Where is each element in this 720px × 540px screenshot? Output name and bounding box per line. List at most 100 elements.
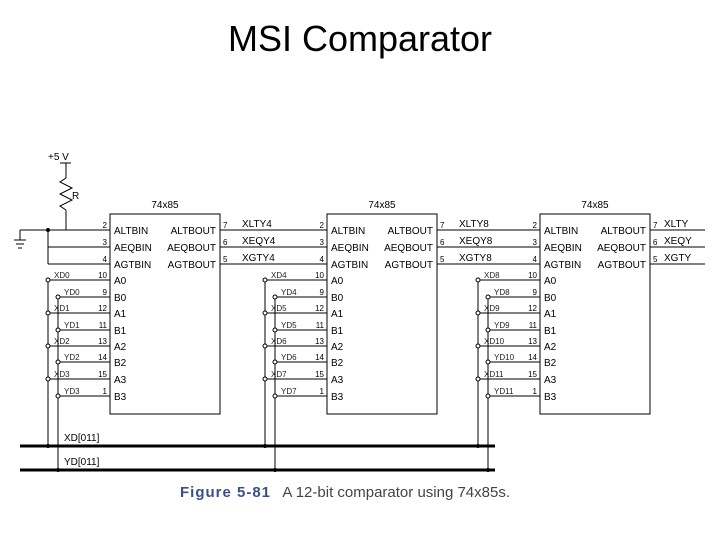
chip-0-in-label-4: YD0 bbox=[64, 288, 80, 297]
chip-2-pin-b1: B1 bbox=[544, 326, 557, 337]
chip-1-in-junction-5 bbox=[262, 310, 268, 316]
chip-2-out-label-1: XEQY bbox=[664, 236, 692, 247]
chip-0-in-junction-7 bbox=[45, 343, 51, 349]
chip-0-outnum-1: 6 bbox=[223, 238, 228, 247]
chip-0-pin-a0: A0 bbox=[114, 276, 127, 287]
chip-1-pinnum-0: 2 bbox=[320, 221, 325, 230]
chip-1-outnum-0: 7 bbox=[440, 221, 445, 230]
chip-1-pinnum-6: 11 bbox=[316, 321, 325, 330]
chip-0-in-label-9: XD3 bbox=[54, 370, 70, 379]
chip-0-in-junction-6 bbox=[55, 327, 61, 333]
chip-0-out-label-0: XLTY4 bbox=[242, 219, 272, 230]
chip-2-in-junction-6 bbox=[485, 327, 491, 333]
chip-2-pinnum-0: 2 bbox=[533, 221, 538, 230]
chip-2-pin-a3: A3 bbox=[544, 375, 557, 386]
chip-2-pin-b2: B2 bbox=[544, 358, 557, 369]
chip-0-outnum-2: 5 bbox=[223, 255, 228, 264]
chip-2-body bbox=[539, 213, 651, 415]
chip-2-pinnum-1: 3 bbox=[533, 238, 538, 247]
chip-2-pinnum-6: 11 bbox=[529, 321, 538, 330]
chip-0-pinnum-9: 15 bbox=[98, 370, 107, 379]
chip-1-in-label-3: XD4 bbox=[271, 271, 287, 280]
chip-2-outnum-0: 7 bbox=[653, 221, 658, 230]
chip-0-pinnum-4: 9 bbox=[103, 288, 108, 297]
chip-1-pin-agtbin: AGTBIN bbox=[331, 260, 368, 271]
chip-1-pinnum-2: 4 bbox=[320, 255, 325, 264]
chip-0-in-junction-8 bbox=[55, 359, 61, 365]
chip-0-pin-aeqbin: AEQBIN bbox=[114, 243, 152, 254]
chip-0-pinnum-1: 3 bbox=[103, 238, 108, 247]
chip-0-pin-b0: B0 bbox=[114, 293, 127, 304]
chip-1-pin-agtbout: AGTBOUT bbox=[385, 260, 433, 271]
chip-2-in-label-9: XD11 bbox=[484, 370, 504, 379]
chip-0-pin-b1: B1 bbox=[114, 326, 127, 337]
chip-0-yd-bus-junction bbox=[56, 468, 60, 472]
chip-1-pin-a0: A0 bbox=[331, 276, 344, 287]
chip-1-pinnum-4: 9 bbox=[320, 288, 325, 297]
chip-1-in-label-8: YD6 bbox=[281, 353, 297, 362]
chip-1-pin-b0: B0 bbox=[331, 293, 344, 304]
chip-1-outnum-2: 5 bbox=[440, 255, 445, 264]
chip-1-in-label-4: YD4 bbox=[281, 288, 297, 297]
chip-0-in-junction-10 bbox=[55, 393, 61, 399]
chip-1-in-label-6: YD5 bbox=[281, 321, 297, 330]
chip-1-pin-altbin: ALTBIN bbox=[331, 226, 365, 237]
chip-2-in-junction-4 bbox=[485, 294, 491, 300]
chip-2-in-label-8: YD10 bbox=[494, 353, 515, 362]
chip-0-pin-aeqbout: AEQBOUT bbox=[167, 243, 216, 254]
chip-1-in-junction-3 bbox=[262, 277, 268, 283]
chip-2-outnum-1: 6 bbox=[653, 238, 658, 247]
chip-2-yd-bus-junction bbox=[486, 468, 490, 472]
slide-title: MSI Comparator bbox=[227, 18, 493, 59]
chip-0-pin-b2: B2 bbox=[114, 358, 127, 369]
power-label: +5 V bbox=[48, 152, 69, 163]
bus-xd-label: XD[011] bbox=[64, 433, 100, 444]
chip-2-pinnum-5: 12 bbox=[528, 304, 537, 313]
chip-2-pinnum-3: 10 bbox=[528, 271, 537, 280]
chip-2-in-label-7: XD10 bbox=[484, 337, 505, 346]
chip-1-xd-bus-junction bbox=[263, 444, 267, 448]
chip-0-pin-agtbout: AGTBOUT bbox=[168, 260, 216, 271]
chip-1-pin-b3: B3 bbox=[331, 392, 344, 403]
chip-1-body bbox=[326, 213, 438, 415]
resistor-label: R bbox=[72, 191, 79, 202]
chip-0-outnum-0: 7 bbox=[223, 221, 228, 230]
chip-0-out-label-1: XEQY4 bbox=[242, 236, 276, 247]
chip-0-in-junction-9 bbox=[45, 376, 51, 382]
chip-2-outnum-2: 5 bbox=[653, 255, 658, 264]
chip-0-in-label-6: YD1 bbox=[64, 321, 80, 330]
chip-2-in-label-3: XD8 bbox=[484, 271, 500, 280]
chip-0-pin-b3: B3 bbox=[114, 392, 127, 403]
chip-2-in-junction-3 bbox=[475, 277, 481, 283]
chip-1-outnum-1: 6 bbox=[440, 238, 445, 247]
chip-2-out-label-0: XLTY bbox=[664, 219, 689, 230]
chip-1-pin-b2: B2 bbox=[331, 358, 344, 369]
chip-1-in-junction-4 bbox=[272, 294, 278, 300]
chip-2-in-label-10: YD11 bbox=[494, 387, 514, 396]
chip-1-pin-a3: A3 bbox=[331, 375, 344, 386]
chip-0-in-junction-5 bbox=[45, 310, 51, 316]
chip-2-pin-b0: B0 bbox=[544, 293, 557, 304]
chip-2-in-junction-5 bbox=[475, 310, 481, 316]
chip-1-in-label-9: XD7 bbox=[271, 370, 287, 379]
chip-2-pin-altbin: ALTBIN bbox=[544, 226, 578, 237]
chip-0-pinnum-6: 11 bbox=[99, 321, 108, 330]
chip-1-in-junction-7 bbox=[262, 343, 268, 349]
chip-0-name: 74x85 bbox=[151, 200, 179, 211]
chip-0-in-label-7: XD2 bbox=[54, 337, 70, 346]
chip-0-body bbox=[109, 213, 221, 415]
chip-2-pin-aeqbin: AEQBIN bbox=[544, 243, 582, 254]
chip-0-pinnum-7: 13 bbox=[98, 337, 107, 346]
chip-2-in-label-6: YD9 bbox=[494, 321, 510, 330]
chip-0-pin-agtbin: AGTBIN bbox=[114, 260, 151, 271]
chip-1-pin-altbout: ALTBOUT bbox=[388, 226, 433, 237]
chip-1-in-label-5: XD5 bbox=[271, 304, 287, 313]
chip-2-pin-aeqbout: AEQBOUT bbox=[597, 243, 646, 254]
chip-2-pinnum-4: 9 bbox=[533, 288, 538, 297]
chip-2-in-label-5: XD9 bbox=[484, 304, 500, 313]
chip-1-pin-aeqbin: AEQBIN bbox=[331, 243, 369, 254]
chip-0-in-label-8: YD2 bbox=[64, 353, 80, 362]
chip-0-pinnum-10: 1 bbox=[103, 387, 108, 396]
chip-0-pinnum-5: 12 bbox=[98, 304, 107, 313]
chip-1-in-junction-9 bbox=[262, 376, 268, 382]
